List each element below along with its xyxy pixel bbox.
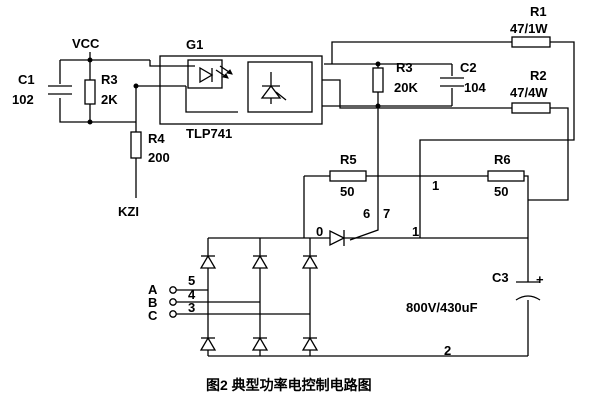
label-r3-20k: R3: [396, 60, 413, 75]
label-kzi: KZI: [118, 204, 139, 219]
resistor-r3-20k: [372, 67, 384, 93]
label-r6-value: 50: [494, 184, 508, 199]
node-label-0: 0: [316, 224, 323, 239]
node-label-2: 2: [444, 343, 451, 358]
label-r3-2k: R3: [101, 72, 118, 87]
diode: [251, 254, 269, 269]
label-vcc: VCC: [72, 36, 100, 51]
diode: [251, 336, 269, 351]
diode: [301, 254, 319, 269]
node-label-7: 7: [383, 206, 390, 221]
label-r1: R1: [530, 4, 547, 19]
node-label-5: 5: [188, 273, 195, 288]
label-r4-value: 200: [148, 150, 170, 165]
resistor-r5: [329, 170, 367, 182]
diode: [199, 336, 217, 351]
scr-thyristor: [329, 229, 346, 247]
resistor-r2: [511, 102, 551, 114]
phase-label-c: C: [148, 308, 158, 323]
capacitor-c2: [440, 77, 464, 87]
label-r5-value: 50: [340, 184, 354, 199]
node-label-4: 4: [188, 287, 196, 302]
node-label-6: 6: [363, 206, 370, 221]
junction-dots: [87, 57, 381, 125]
figure-caption: 图2 典型功率电控制电路图: [206, 377, 372, 393]
capacitor-c1: [48, 85, 72, 95]
diode: [301, 336, 319, 351]
node-label-3: 3: [188, 300, 195, 315]
resistor-r1: [511, 36, 551, 48]
phase-label-a: A: [148, 282, 158, 297]
node-label-1: 1: [412, 224, 419, 239]
label-r3-20k-value: 20K: [394, 80, 418, 95]
wires: [59, 41, 575, 357]
label-c3-value: 800V/430uF: [406, 300, 478, 315]
label-c1: C1: [18, 72, 35, 87]
label-r5: R5: [340, 152, 357, 167]
resistor-r4: [130, 131, 142, 159]
label-r2: R2: [530, 68, 547, 83]
label-c2: C2: [460, 60, 477, 75]
phase-label-b: B: [148, 295, 157, 310]
label-r4: R4: [148, 131, 165, 146]
label-c3-plus: +: [536, 272, 544, 287]
diode: [199, 254, 217, 269]
bridge-diodes: [199, 254, 319, 351]
label-r1-value: 47/1W: [510, 21, 548, 36]
input-terminals: [169, 286, 177, 318]
resistor-r3-2k: [84, 79, 96, 105]
label-c2-value: 104: [464, 80, 486, 95]
optocoupler-led-symbol: [199, 65, 233, 84]
label-r6: R6: [494, 152, 511, 167]
label-r3-2k-value: 2K: [101, 92, 118, 107]
node-label-1: 1: [432, 178, 439, 193]
capacitor-c3: [515, 281, 541, 301]
optocoupler-thyristor-symbol: [260, 72, 287, 104]
label-tlp741: TLP741: [186, 126, 232, 141]
label-g1: G1: [186, 37, 203, 52]
label-c3: C3: [492, 270, 509, 285]
label-r2-value: 47/4W: [510, 85, 548, 100]
resistor-r6: [487, 170, 525, 182]
label-c1-value: 102: [12, 92, 34, 107]
component-labels: VCC G1 C1 102 R3 2K R4 200 KZI TLP741 R3…: [12, 4, 548, 358]
